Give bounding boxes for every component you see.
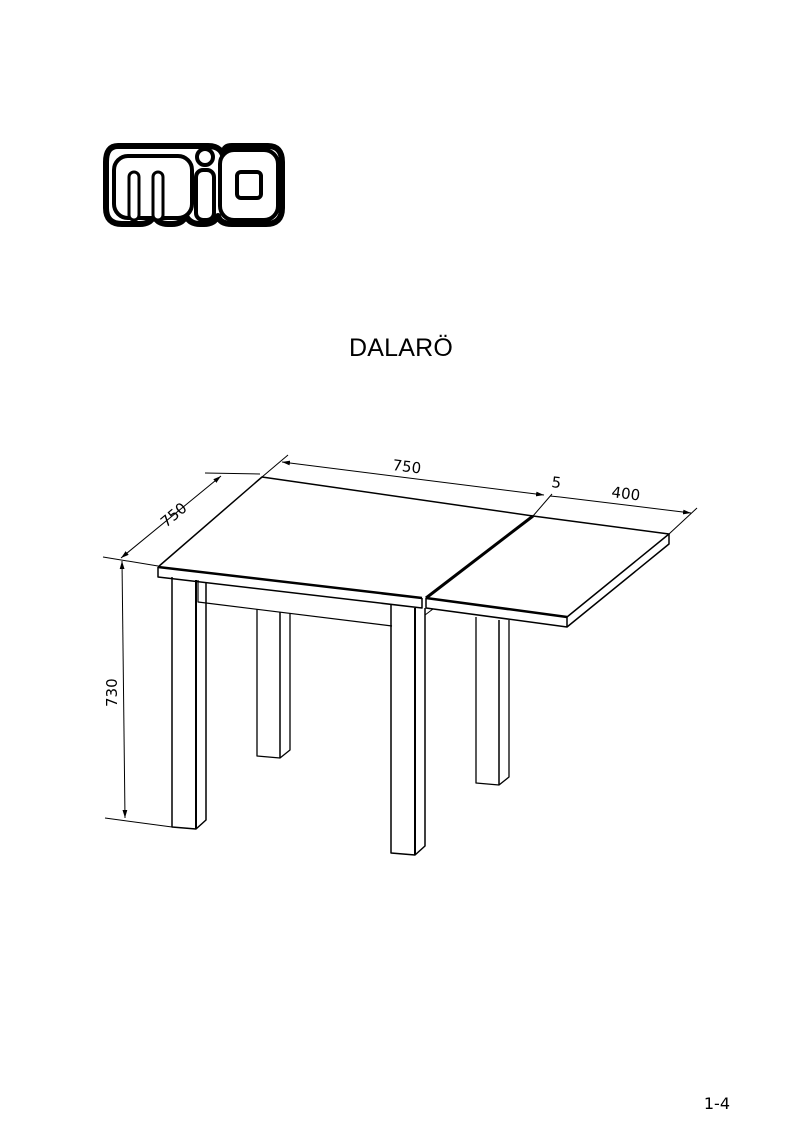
dimension-gap-label: 5 (551, 473, 563, 492)
dimension-depth-label: 750 (157, 499, 191, 531)
dimension-extension-label: 400 (611, 483, 642, 504)
page-number: 1-4 (703, 1094, 730, 1113)
dimension-height-label: 730 (103, 678, 121, 707)
mio-logo-icon (103, 143, 285, 227)
product-title: DALARÖ (348, 334, 453, 362)
dimension-length-label: 750 (392, 456, 423, 477)
